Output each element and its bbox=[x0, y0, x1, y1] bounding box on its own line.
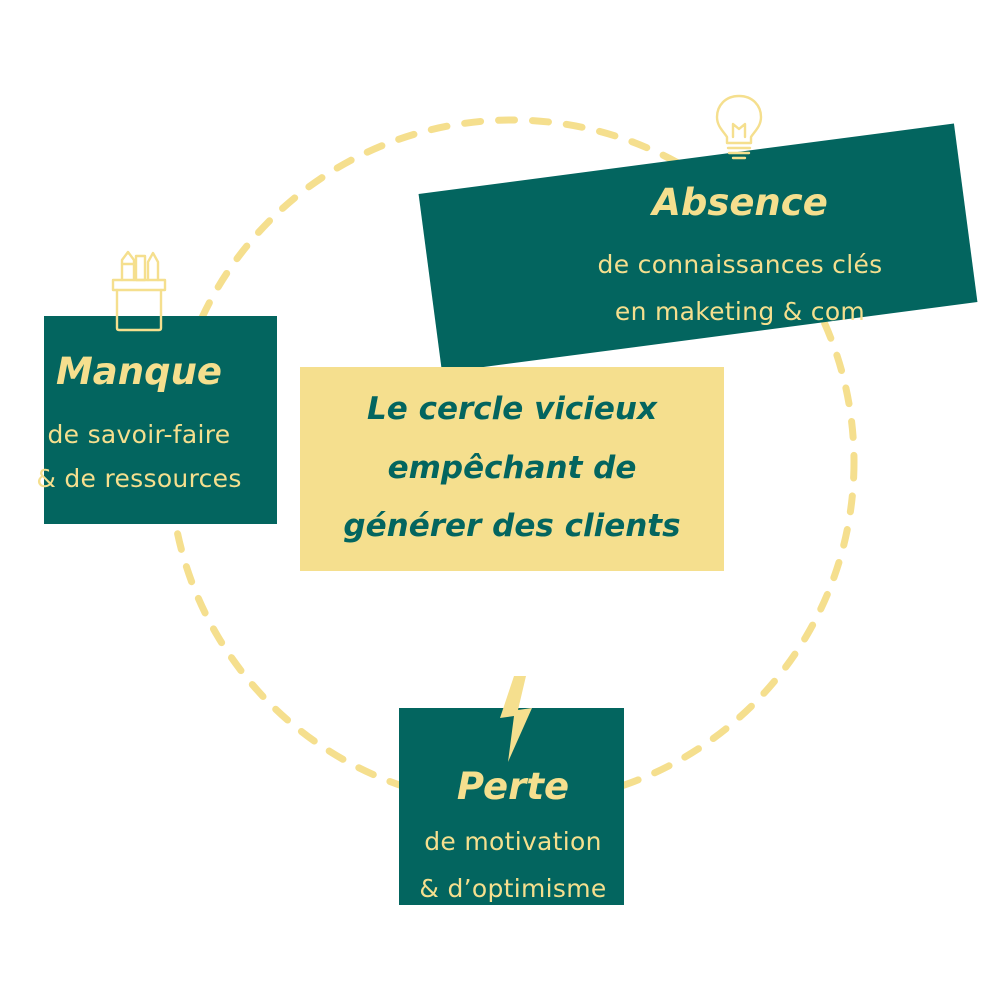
manque-title: Manque bbox=[55, 350, 223, 393]
perte-title: Perte bbox=[456, 765, 570, 808]
lightbulb-icon bbox=[715, 94, 763, 160]
manque-box bbox=[44, 316, 277, 524]
absence-line-1: de connaissances clés bbox=[597, 250, 883, 279]
pencil-cup-icon bbox=[111, 250, 167, 332]
center-line-3: générer des clients bbox=[343, 508, 681, 544]
manque-line-1: de savoir-faire bbox=[47, 420, 231, 449]
perte-line-1: de motivation bbox=[424, 827, 602, 856]
lightning-bolt-icon bbox=[500, 676, 532, 762]
center-line-2: empêchant de bbox=[387, 450, 637, 486]
absence-line-2: en maketing & com bbox=[614, 297, 866, 326]
absence-title: Absence bbox=[652, 181, 828, 224]
manque-line-2: & de ressources bbox=[36, 464, 242, 493]
perte-line-2: & d’optimisme bbox=[419, 874, 607, 903]
center-line-1: Le cercle vicieux bbox=[366, 391, 658, 427]
center-box bbox=[300, 367, 724, 571]
